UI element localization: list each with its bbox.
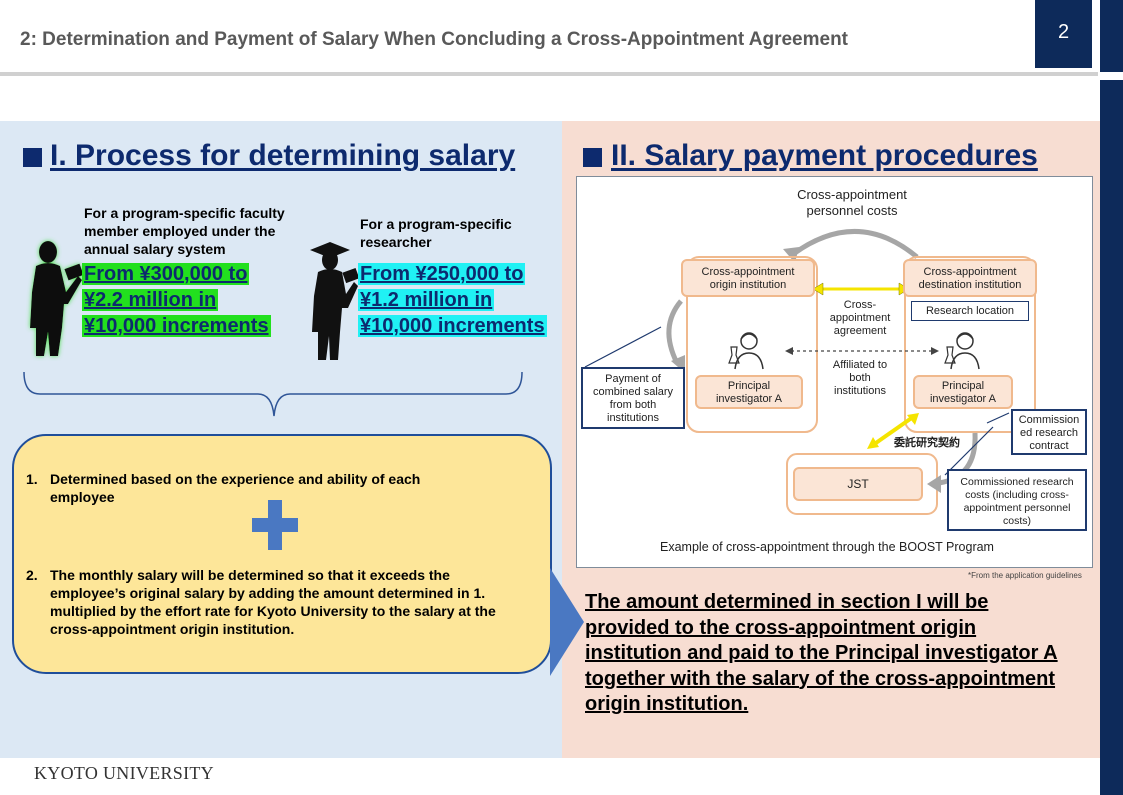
- cross-appointment-diagram: Cross-appointment personnel costs Cross-…: [576, 176, 1093, 568]
- japanese-contract-label: 委託研究契約: [894, 437, 960, 449]
- agreement-label: Cross- appointment agreement: [829, 299, 891, 337]
- commissioned-contract-box: Commission ed research contract: [1011, 409, 1087, 455]
- silhouette-faculty-icon: [30, 241, 84, 356]
- step-2-num: 2.: [26, 567, 38, 583]
- page-number: 2: [1035, 0, 1092, 68]
- principal-investigator-right: Principal investigator A: [913, 375, 1013, 409]
- plus-icon: [252, 500, 298, 550]
- side-bar: [1100, 80, 1123, 795]
- research-location-box: Research location: [911, 301, 1029, 321]
- section2-title: II. Salary payment procedures: [611, 139, 1038, 172]
- scientist-icon: [944, 332, 980, 370]
- commissioned-costs-box: Commissioned research costs (including c…: [947, 469, 1087, 531]
- header-divider: [0, 72, 1098, 76]
- curly-brace: [23, 371, 523, 417]
- arrow-right-icon: [550, 568, 584, 676]
- footnote: *From the application guidelines: [968, 571, 1082, 580]
- scientist-icon: [728, 332, 764, 370]
- step-1-text: Determined based on the experience and a…: [50, 471, 421, 505]
- faculty-label: For a program-specific faculty member em…: [84, 205, 285, 257]
- jst-box: JST: [793, 467, 923, 501]
- diagram-caption: Example of cross-appointment through the…: [660, 540, 994, 554]
- step-1-num: 1.: [26, 471, 38, 487]
- researcher-label: For a program-specific researcher: [360, 216, 512, 250]
- bullet-square-icon: [583, 148, 602, 167]
- personnel-costs-label: Cross-appointment personnel costs: [797, 187, 907, 218]
- researcher-salary-range: From ¥250,000 to ¥1.2 million in ¥10,000…: [358, 263, 547, 337]
- page-header-title: 2: Determination and Payment of Salary W…: [20, 29, 849, 50]
- section1-title: I. Process for determining salary: [50, 139, 516, 172]
- payment-combined-salary-box: Payment of combined salary from both ins…: [581, 367, 685, 429]
- side-bar-top: [1100, 0, 1123, 72]
- affiliated-label: Affiliated to both institutions: [832, 359, 888, 397]
- silhouette-graduate-icon: [310, 242, 360, 360]
- salary-steps-box: [12, 434, 552, 674]
- faculty-salary-range: From ¥300,000 to ¥2.2 million in ¥10,000…: [82, 263, 271, 337]
- conclusion-text: The amount determined in section I will …: [585, 591, 1058, 715]
- origin-institution-box: Cross-appointment origin institution: [681, 259, 815, 297]
- step-2-text: The monthly salary will be determined so…: [50, 567, 496, 637]
- bullet-square-icon: [23, 148, 42, 167]
- destination-institution-box: Cross-appointment destination institutio…: [903, 259, 1037, 297]
- principal-investigator-left: Principal investigator A: [695, 375, 803, 409]
- kyoto-university-logo: KYOTO UNIVERSITY: [34, 763, 214, 783]
- diagram-connectors: [584, 229, 1036, 515]
